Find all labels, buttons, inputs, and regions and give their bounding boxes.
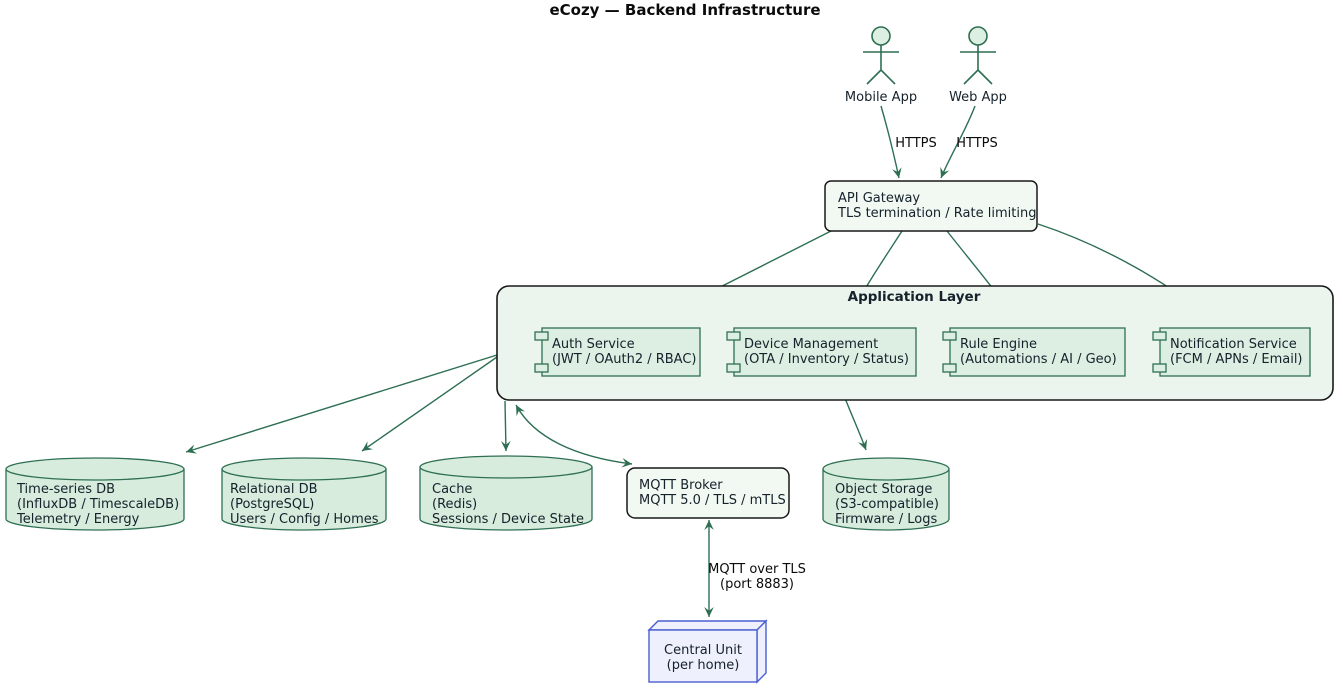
timeseries-db-label: Time-series DB (InfluxDB / TimescaleDB) … xyxy=(17,482,179,527)
edge-layer-mqtt-bidirectional xyxy=(515,404,633,468)
edge-label-https-mobile: HTTPS xyxy=(895,136,937,151)
component-icon xyxy=(726,363,741,373)
auth-service-label-line: (JWT / OAuth2 / RBAC) xyxy=(552,352,697,367)
notification-service-label: Notification Service (FCM / APNs / Email… xyxy=(1170,337,1303,367)
notification-service-component xyxy=(1152,327,1311,377)
component-icon xyxy=(1152,363,1167,373)
edge-label-mqtt-over-tls: MQTT over TLS (port 8883) xyxy=(708,562,806,592)
edge-label-mqtt-line: (port 8883) xyxy=(719,577,795,592)
component-icon xyxy=(726,331,741,341)
device-management-label-line: Device Management xyxy=(744,337,879,352)
central-unit-label-line: (per home) xyxy=(666,658,740,673)
object-storage-label-line: (S3-compatible) xyxy=(835,497,939,512)
diagram-title: eCozy — Backend Infrastructure xyxy=(549,1,821,19)
rule-engine-component xyxy=(942,327,1126,377)
cache-database-icon xyxy=(419,455,593,531)
component-icon xyxy=(534,331,549,341)
relational-db-label-line: Relational DB xyxy=(230,482,318,497)
component-icon xyxy=(942,363,957,373)
actor-label-web-app: Web App xyxy=(949,90,1007,105)
central-unit-label: Central Unit (per home) xyxy=(664,643,742,673)
edge-layer-to-relational xyxy=(361,356,498,452)
mobile-app-actor-icon xyxy=(863,26,899,85)
central-unit-node-icon xyxy=(647,619,768,684)
application-layer-title: Application Layer xyxy=(847,289,981,305)
object-storage-label: Object Storage (S3-compatible) Firmware … xyxy=(835,482,939,527)
relational-database-icon xyxy=(221,457,387,531)
api-gateway-label-line: TLS termination / Rate limiting xyxy=(838,206,1037,221)
component-icon xyxy=(942,331,957,341)
api-gateway-label: API Gateway TLS termination / Rate limit… xyxy=(838,191,1036,221)
relational-db-label: Relational DB (PostgreSQL) Users / Confi… xyxy=(230,482,379,527)
edge-web-to-gateway xyxy=(940,105,976,179)
auth-service-label-line: Auth Service xyxy=(552,337,635,352)
edge-layer-to-timeseries xyxy=(185,354,498,454)
cache-db-label: Cache (Redis) Sessions / Device State xyxy=(432,482,584,527)
mqtt-broker-label-line: MQTT Broker xyxy=(639,478,723,493)
device-management-label-line: (OTA / Inventory / Status) xyxy=(744,352,910,367)
edge-layer-to-cache xyxy=(501,400,511,452)
component-icon xyxy=(534,363,549,373)
device-management-component xyxy=(726,327,917,377)
object-storage-label-line: Object Storage xyxy=(835,482,933,497)
rule-engine-label: Rule Engine (Automations / AI / Geo) xyxy=(960,337,1117,367)
databases-group xyxy=(5,455,950,531)
api-gateway-box xyxy=(824,180,1038,232)
timeseries-db-label-line: (InfluxDB / TimescaleDB) xyxy=(17,497,180,512)
actors-group xyxy=(863,26,996,85)
notification-service-label-line: (FCM / APNs / Email) xyxy=(1170,352,1303,367)
relational-db-label-line: Users / Config / Homes xyxy=(230,512,379,527)
cache-db-label-line: Cache xyxy=(432,482,473,497)
cache-db-label-line: Sessions / Device State xyxy=(432,512,585,527)
mqtt-broker-label-line: MQTT 5.0 / TLS / mTLS xyxy=(639,493,786,508)
auth-service-component xyxy=(534,327,701,377)
rule-engine-label-line: Rule Engine xyxy=(960,337,1037,352)
mqtt-broker-label: MQTT Broker MQTT 5.0 / TLS / mTLS xyxy=(639,478,786,508)
device-management-label: Device Management (OTA / Inventory / Sta… xyxy=(744,337,909,367)
notification-service-label-line: Notification Service xyxy=(1170,337,1297,352)
object-storage-database-icon xyxy=(822,457,950,531)
component-icon xyxy=(1152,331,1167,341)
mqtt-broker-box xyxy=(626,467,790,519)
edge-label-mqtt-line: MQTT over TLS xyxy=(708,562,806,577)
actor-label-mobile-app: Mobile App xyxy=(844,90,918,105)
timeseries-db-label-line: Time-series DB xyxy=(17,482,116,497)
timeseries-database-icon xyxy=(5,457,185,531)
central-unit-label-line: Central Unit xyxy=(664,643,742,658)
components-group xyxy=(534,327,1311,377)
api-gateway-label-line: API Gateway xyxy=(838,191,921,206)
edge-label-https-web: HTTPS xyxy=(956,136,998,151)
relational-db-label-line: (PostgreSQL) xyxy=(230,497,315,512)
rule-engine-label-line: (Automations / AI / Geo) xyxy=(960,352,1117,367)
timeseries-db-label-line: Telemetry / Energy xyxy=(17,512,140,527)
web-app-actor-icon xyxy=(960,26,996,85)
object-storage-label-line: Firmware / Logs xyxy=(835,512,938,527)
auth-service-label: Auth Service (JWT / OAuth2 / RBAC) xyxy=(552,337,697,367)
edge-mobile-to-gateway xyxy=(880,105,902,179)
cache-db-label-line: (Redis) xyxy=(432,497,478,512)
